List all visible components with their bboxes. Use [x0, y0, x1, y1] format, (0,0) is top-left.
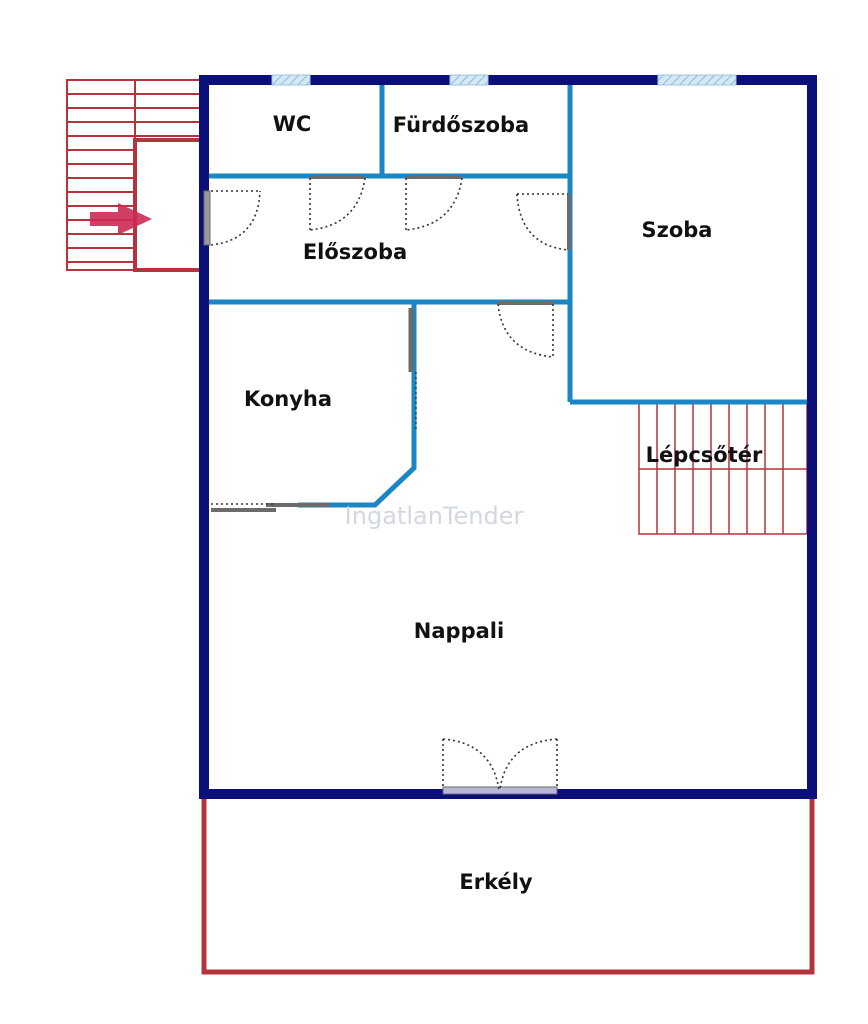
- kitchen-sliding-door: [211, 308, 417, 512]
- living-door: [497, 301, 554, 358]
- window-room: [657, 74, 737, 86]
- inner-walls: [206, 80, 808, 508]
- balcony-double-door: [442, 738, 558, 795]
- room-label-kitchen: Konyha: [244, 387, 332, 411]
- arrow-right-icon: [90, 203, 152, 235]
- watermark: IngatlanTender: [345, 502, 524, 530]
- room-label-balcony: Erkély: [459, 870, 533, 894]
- room-door: [516, 193, 571, 251]
- stairwell-steps: [638, 402, 808, 535]
- outer-walls: [199, 75, 817, 799]
- wc-door: [309, 175, 366, 231]
- room-label-hall: Előszoba: [303, 240, 407, 264]
- windows: [271, 74, 737, 86]
- window-bathroom: [449, 74, 489, 86]
- room-label-living: Nappali: [414, 619, 504, 643]
- doors: [203, 175, 571, 795]
- bathroom-door: [405, 175, 463, 231]
- landing-outline: [133, 138, 202, 272]
- entrance-door: [203, 190, 261, 246]
- window-wc: [271, 74, 311, 86]
- balcony-railing: [201, 797, 815, 975]
- room-label-room: Szoba: [642, 218, 713, 242]
- room-label-bathroom: Fürdőszoba: [393, 113, 529, 137]
- room-label-stairwell: Lépcsőtér: [646, 443, 763, 467]
- room-label-wc: WC: [273, 112, 312, 136]
